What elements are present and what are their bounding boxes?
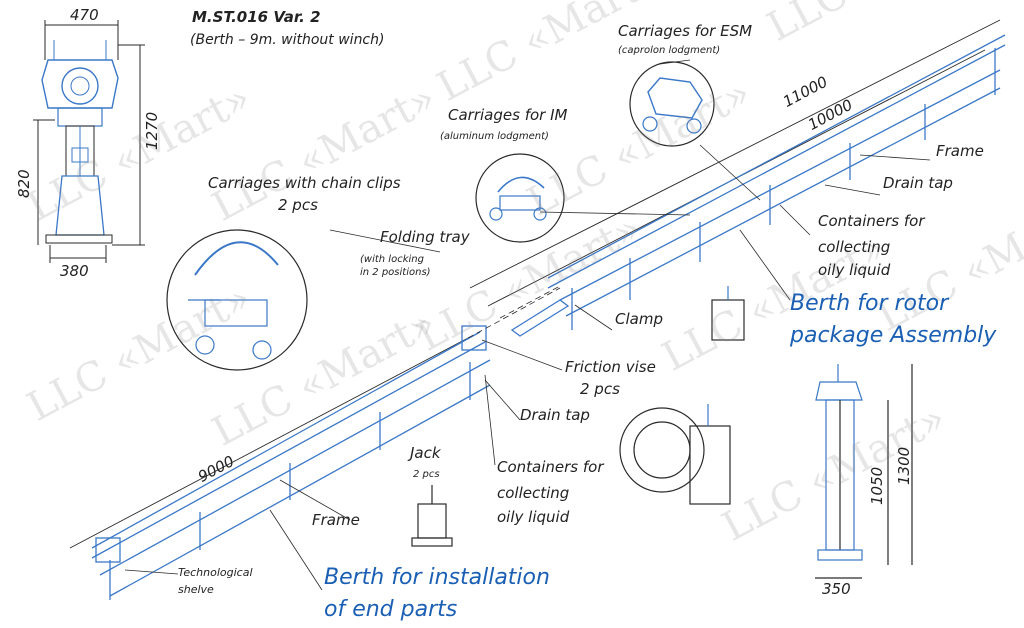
leader-lines xyxy=(124,59,931,591)
clamp-detail xyxy=(711,286,745,341)
label-carriages-im: Carriages for IM xyxy=(448,106,568,124)
label-carriages-chain: Carriages with chain clips xyxy=(208,174,401,192)
label-frame-bottom: Frame xyxy=(312,511,360,529)
detail-chain-carriage xyxy=(166,229,308,371)
label-carriages-esm-note: (caprolon lodgment) xyxy=(618,45,721,56)
label-frame-top: Frame xyxy=(936,142,984,160)
label-jack: Jack xyxy=(410,444,441,462)
dimension-label: 1300 xyxy=(895,446,913,485)
dimension-label: 1050 xyxy=(868,466,886,505)
jack xyxy=(411,485,453,547)
label-containers-mid: oily liquid xyxy=(497,508,570,526)
detail-im-carriage xyxy=(475,153,565,243)
label-folding-tray-note: in 2 positions) xyxy=(360,267,431,278)
dimension-label: 350 xyxy=(822,580,851,598)
label-containers-top: collecting xyxy=(818,238,891,256)
friction-vise xyxy=(619,404,731,505)
drawing-subtitle: (Berth – 9m. without winch) xyxy=(190,32,385,48)
end-parts-berth xyxy=(69,287,561,600)
label-carriages-im-note: (aluminum lodgment) xyxy=(440,131,549,142)
label-tech-shelve: shelve xyxy=(178,583,214,596)
drawing-code: M.ST.016 Var. 2 xyxy=(192,8,321,26)
label-drain-tap-mid: Drain tap xyxy=(520,406,590,424)
label-carriages-esm: Carriages for ESM xyxy=(618,22,753,40)
side-view-bottom-right xyxy=(815,364,913,579)
dimension-label: 820 xyxy=(15,169,33,198)
label-drain-tap-top: Drain tap xyxy=(883,174,953,192)
dimension-label: 380 xyxy=(60,262,89,280)
heading-end-parts-berth: Berth for installation xyxy=(324,565,550,590)
label-friction-vise: Friction vise xyxy=(565,358,656,376)
label-carriages-chain-count: 2 pcs xyxy=(278,196,318,214)
side-view-top-left xyxy=(33,20,145,263)
label-folding-tray-note: (with locking xyxy=(360,254,424,265)
label-containers-mid: Containers for xyxy=(497,458,604,476)
label-tech-shelve: Technological xyxy=(178,566,253,579)
label-containers-top: Containers for xyxy=(818,212,925,230)
label-friction-vise-count: 2 pcs xyxy=(580,380,620,398)
heading-rotor-berth: Berth for rotor xyxy=(790,291,949,316)
label-containers-mid: collecting xyxy=(497,484,570,502)
label-jack-count: 2 pcs xyxy=(413,469,440,480)
label-containers-top: oily liquid xyxy=(818,261,891,279)
rotor-berth xyxy=(469,19,1006,337)
dimension-label: 470 xyxy=(70,6,99,24)
heading-end-parts-berth: of end parts xyxy=(324,597,458,622)
label-clamp: Clamp xyxy=(615,310,663,328)
heading-rotor-berth: package Assembly xyxy=(790,323,997,348)
dimension-label: 1270 xyxy=(143,111,161,150)
label-folding-tray: Folding tray xyxy=(380,228,470,246)
